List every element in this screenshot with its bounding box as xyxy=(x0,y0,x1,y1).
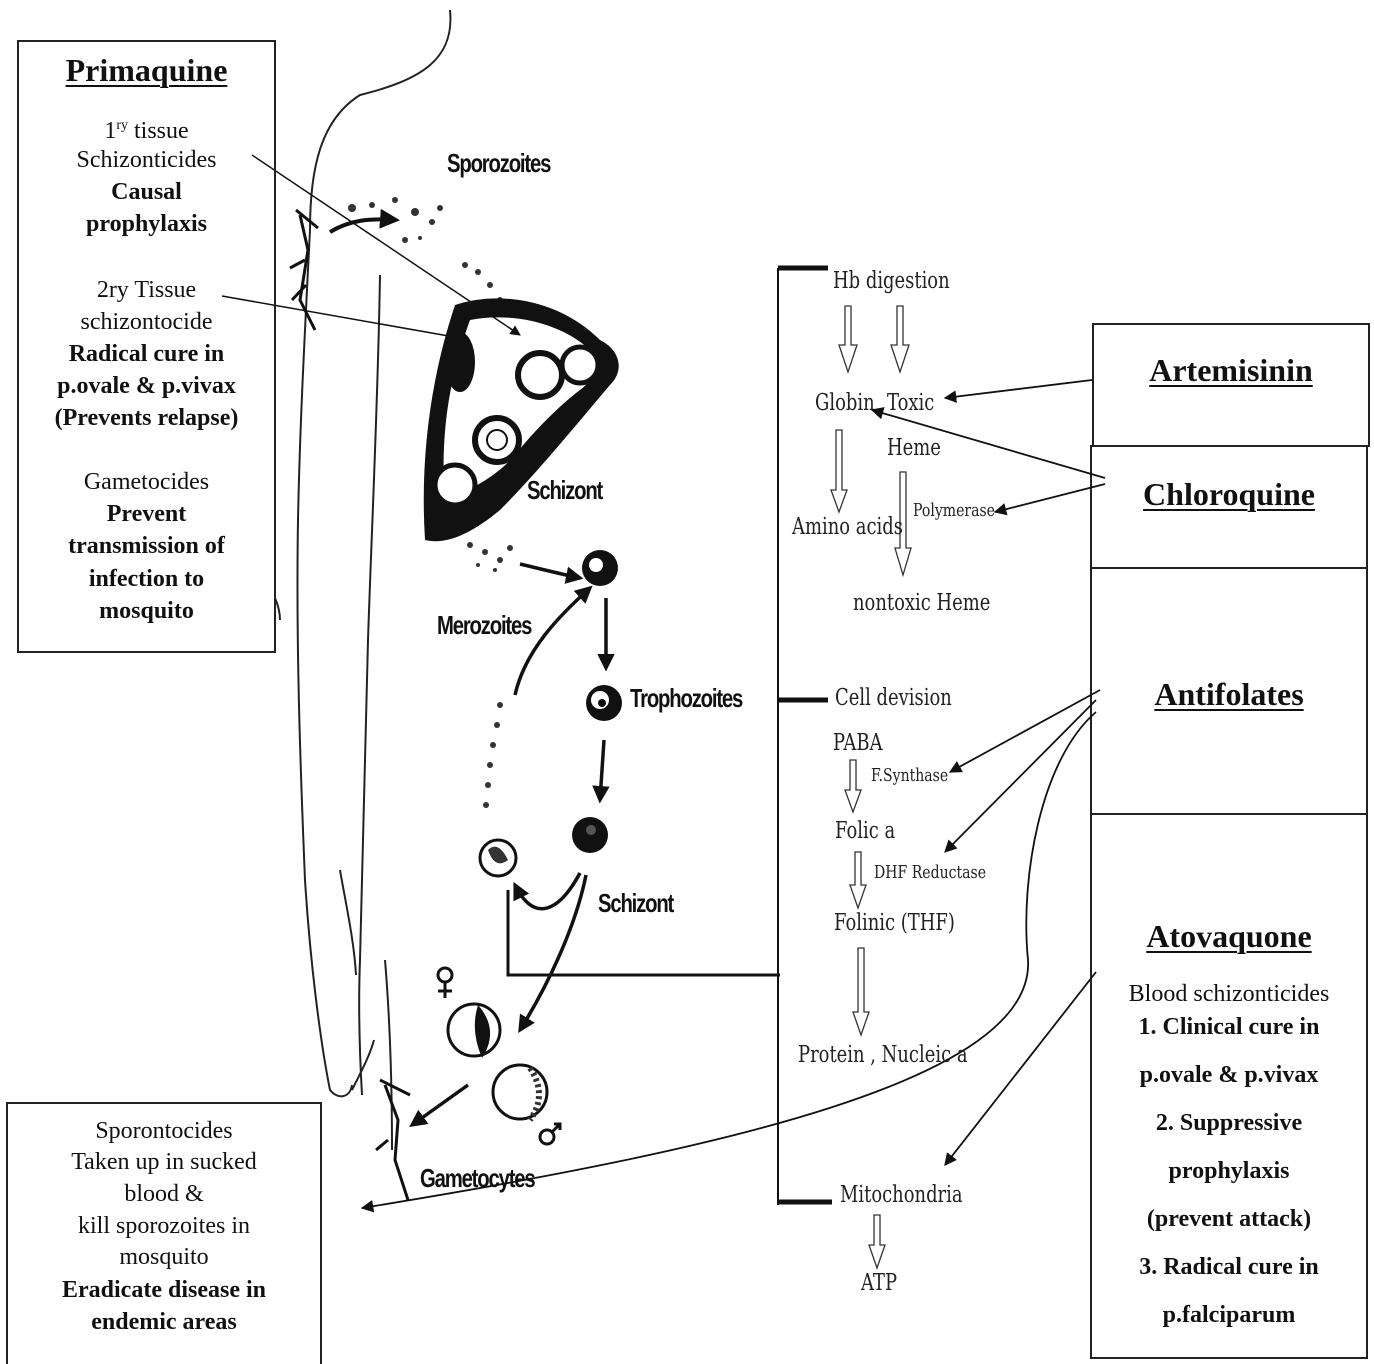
primaquine-primary-line3: Causal xyxy=(17,176,276,208)
sporont-line6: Eradicate disease in xyxy=(6,1274,322,1306)
atovaquone-line8: p.falciparum xyxy=(1091,1299,1367,1331)
sporont-line1: Sporontocides xyxy=(6,1115,322,1147)
pathway-hb-digestion: Hb digestion xyxy=(833,268,950,294)
label-trophozoites: Trophozoites xyxy=(630,683,742,714)
rbc-rupture-icon xyxy=(480,840,516,876)
primaquine-secondary-line1: 2ry Tissue xyxy=(17,274,276,306)
drug-antifolates: Antifolates xyxy=(1091,676,1367,713)
pathway-dhf-reductase: DHF Reductase xyxy=(874,862,986,883)
sporont-line4: kill sporozoites in xyxy=(6,1210,322,1242)
gametocyte-to-mosquito-arrow xyxy=(412,1085,468,1125)
pathway-paba: PABA xyxy=(833,730,883,756)
primaquine-secondary-line2: schizontocide xyxy=(17,306,276,338)
sporozoite-dots xyxy=(348,197,503,303)
label-merozoites: Merozoites xyxy=(437,610,531,641)
atovaquone-line7: 3. Radical cure in xyxy=(1091,1251,1367,1283)
pathway-globin: Globin xyxy=(815,390,875,416)
primaquine-gam-line1: Gametocides xyxy=(17,466,276,498)
atovaquone-line4: 2. Suppressive xyxy=(1091,1107,1367,1139)
male-gametocyte-icon xyxy=(438,968,500,1058)
pathway-toxic: Toxic xyxy=(887,390,934,416)
pathway-folinic: Folinic (THF) xyxy=(834,910,955,936)
primaquine-primary-line4: prophylaxis xyxy=(17,208,276,240)
primaquine-primary-line1: 1ry tissue xyxy=(17,110,276,147)
label-schizont-blood: Schizont xyxy=(598,888,673,919)
atovaquone-line1: Blood schizonticides xyxy=(1091,978,1367,1010)
drug-chloroquine: Chloroquine xyxy=(1091,476,1367,513)
drug-atovaquone: Atovaquone xyxy=(1091,918,1367,955)
female-gametocyte-icon xyxy=(493,1065,560,1144)
primaquine-primary-suffix: tissue xyxy=(128,118,189,144)
drug-artemisinin: Artemisinin xyxy=(1093,352,1369,389)
sporont-line2: Taken up in sucked xyxy=(6,1146,322,1178)
atovaquone-line6: (prevent attack) xyxy=(1091,1203,1367,1235)
merozoite-dots xyxy=(467,542,513,808)
pathway-cell-division: Cell devision xyxy=(835,685,952,711)
pathway-nontoxic-heme: nontoxic Heme xyxy=(853,590,990,616)
pathway-mitochondria: Mitochondria xyxy=(840,1182,963,1208)
primaquine-gam-line5: mosquito xyxy=(17,595,276,627)
pathway-atp: ATP xyxy=(861,1270,897,1296)
primaquine-primary-prefix: 1 xyxy=(104,118,116,144)
pathway-heme: Heme xyxy=(887,435,941,461)
rbc-schizont-icon xyxy=(572,817,608,853)
primaquine-gam-line4: infection to xyxy=(17,563,276,595)
primaquine-gam-line2: Prevent xyxy=(17,498,276,530)
primaquine-primary-sup: ry xyxy=(116,118,128,133)
atovaquone-line2: 1. Clinical cure in xyxy=(1091,1011,1367,1043)
pathway-amino-acids: Amino acids xyxy=(792,514,903,540)
pathway-folic: Folic a xyxy=(835,818,895,844)
sporont-line5: mosquito xyxy=(6,1241,322,1273)
rbc-ring-stage-icon xyxy=(582,550,618,586)
sporont-line3: blood & xyxy=(6,1178,322,1210)
primaquine-gam-line3: transmission of xyxy=(17,530,276,562)
label-schizont-liver: Schizont xyxy=(527,475,602,506)
rbc-trophozoite-icon xyxy=(586,685,622,721)
pathway-f-synthase: F.Synthase xyxy=(871,765,948,786)
primaquine-secondary-line3: Radical cure in xyxy=(17,338,276,370)
atovaquone-line3: p.ovale & p.vivax xyxy=(1091,1059,1367,1091)
label-sporozoites: Sporozoites xyxy=(447,148,550,179)
label-gametocytes: Gametocytes xyxy=(420,1163,535,1194)
pathway-protein: Protein , Nucleic a xyxy=(798,1042,968,1068)
atovaquone-line5: prophylaxis xyxy=(1091,1155,1367,1187)
human-arm-outline xyxy=(275,10,450,1150)
primaquine-primary-line2: Schizonticides xyxy=(17,144,276,176)
sporont-line7: endemic areas xyxy=(6,1306,322,1338)
mosquito-lower-icon xyxy=(376,1080,410,1200)
pathway-polymerase: Polymerase xyxy=(913,500,995,521)
primaquine-secondary-line5: (Prevents relapse) xyxy=(17,402,276,434)
primaquine-secondary-line4: p.ovale & p.vivax xyxy=(17,370,276,402)
primaquine-title: Primaquine xyxy=(17,52,276,89)
